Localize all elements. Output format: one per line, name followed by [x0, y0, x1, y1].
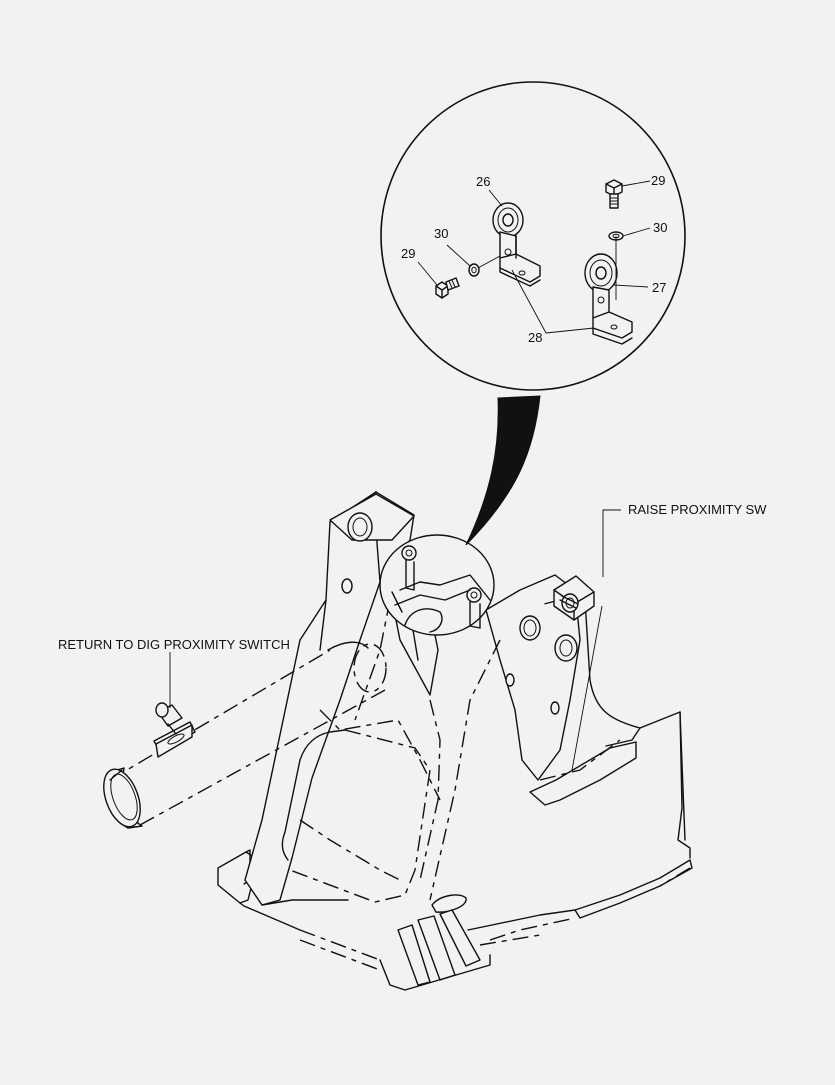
screw-29-right: [605, 179, 623, 209]
callout-numbers: 26 29 30 30 29 27 28: [401, 173, 667, 345]
callout-28: 28: [528, 330, 542, 345]
label-raise-proximity-switch: RAISE PROXIMITY SW: [628, 502, 767, 517]
label-return-to-dig-switch: RETURN TO DIG PROXIMITY SWITCH: [58, 637, 290, 652]
callout-27: 27: [652, 280, 666, 295]
return-to-dig-switch: [153, 702, 196, 758]
washer-30-left: [468, 263, 480, 277]
detail-callout-pointer: [465, 395, 541, 546]
phantom-lines: [109, 589, 691, 971]
cylinder: [103, 641, 369, 829]
detail-area-small: [379, 534, 495, 636]
callout-26: 26: [476, 174, 490, 189]
leader-lines: [169, 180, 651, 771]
raise-proximity-switch: [553, 575, 595, 621]
callout-29-right: 29: [651, 173, 665, 188]
callout-30-left: 30: [434, 226, 448, 241]
sensor-part-26: [492, 202, 541, 287]
callout-30-right: 30: [653, 220, 667, 235]
callout-29-left: 29: [401, 246, 415, 261]
screw-29-left: [435, 277, 460, 299]
sensor-part-27: [584, 253, 633, 345]
